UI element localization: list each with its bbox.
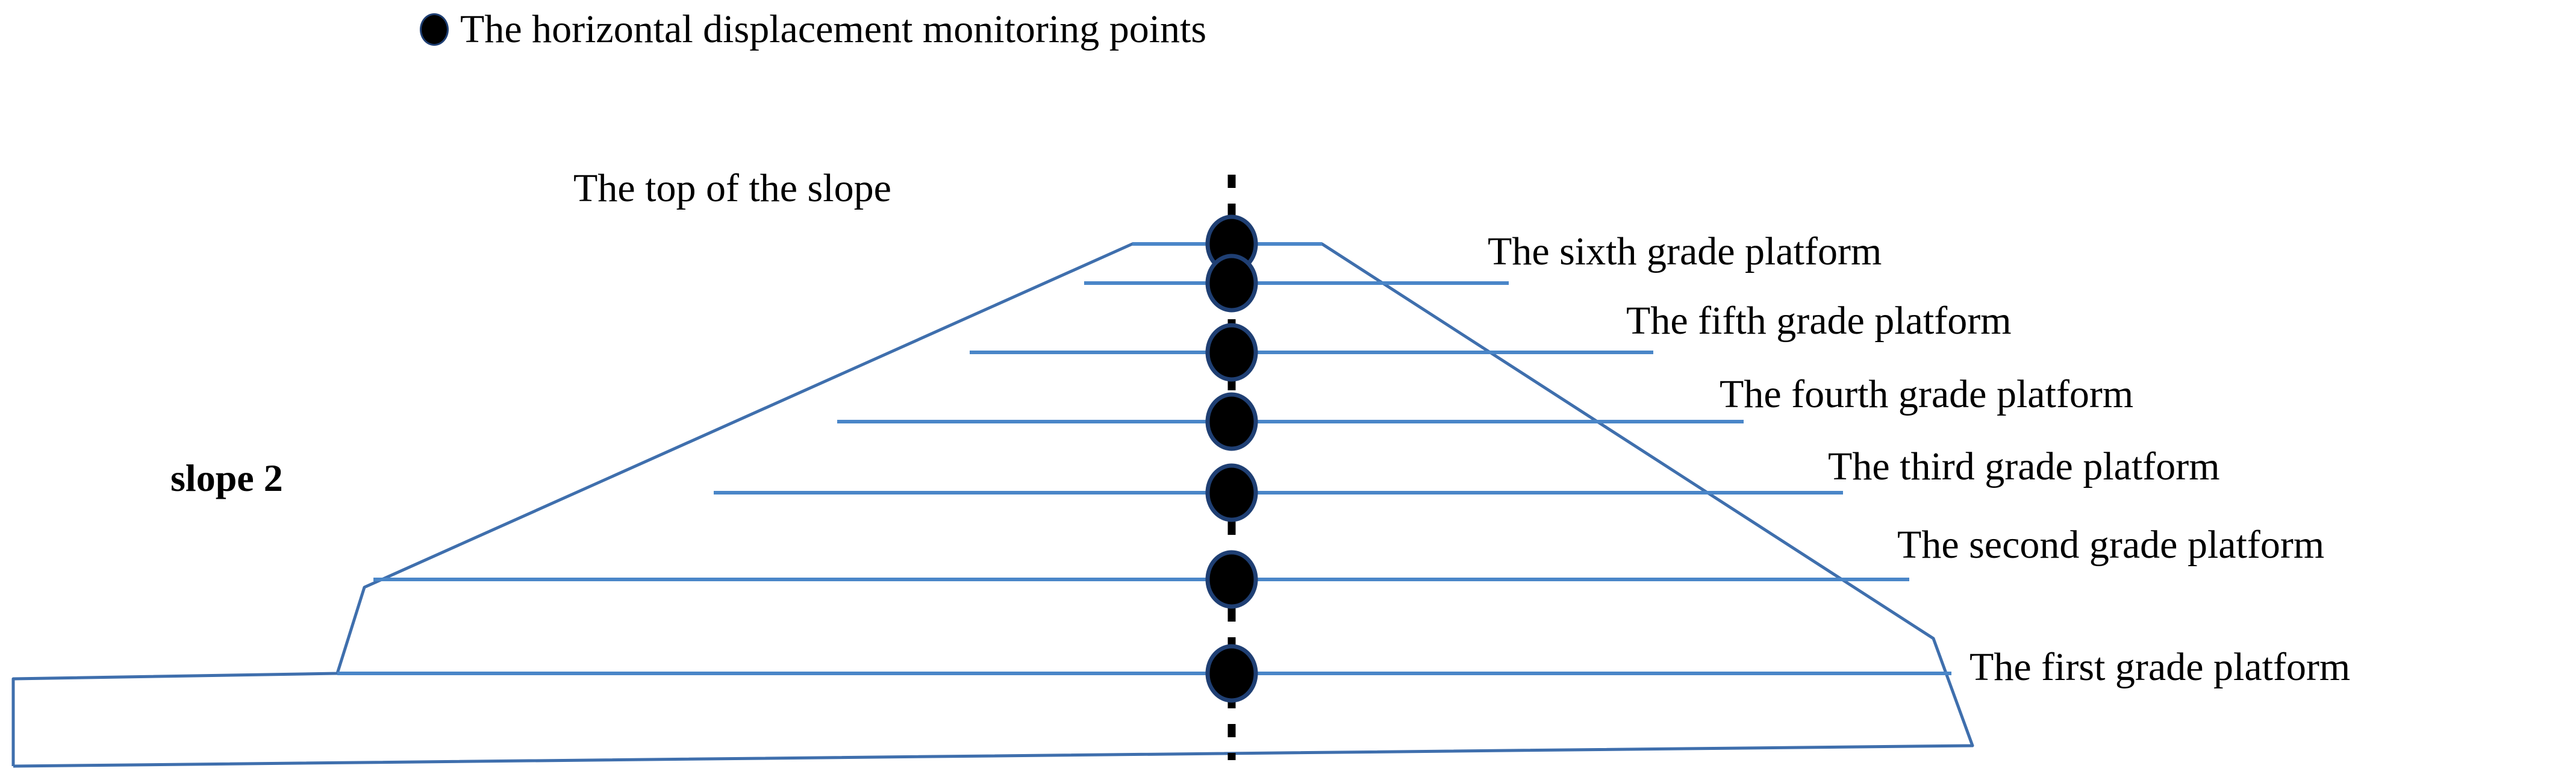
platform-lines-group <box>337 242 1951 675</box>
monitoring-point-marker[interactable] <box>1205 254 1258 313</box>
platform-label-third: The third grade platform <box>1828 445 2220 488</box>
platform-label-fifth: The fifth grade platform <box>1626 299 2012 343</box>
monitoring-point-marker[interactable] <box>1205 323 1258 382</box>
monitoring-point-marker[interactable] <box>1205 463 1258 522</box>
slope-name-label: slope 2 <box>170 457 283 499</box>
monitoring-point-marker[interactable] <box>1205 644 1258 703</box>
platform-label-fourth: The fourth grade platform <box>1720 372 2134 416</box>
monitoring-points-group <box>1205 214 1258 703</box>
legend: The horizontal displacement monitoring p… <box>422 10 1206 49</box>
platform-label-second: The second grade platform <box>1897 523 2325 567</box>
monitoring-point-marker[interactable] <box>1205 550 1258 609</box>
monitoring-point-marker[interactable] <box>1205 392 1258 451</box>
monitoring-point-icon <box>422 15 447 44</box>
legend-label: The horizontal displacement monitoring p… <box>460 7 1207 51</box>
platform-label-sixth: The sixth grade platform <box>1488 229 1882 273</box>
platform-label-first: The first grade platform <box>1969 645 2351 689</box>
top-of-slope-label: The top of the slope <box>573 166 891 210</box>
